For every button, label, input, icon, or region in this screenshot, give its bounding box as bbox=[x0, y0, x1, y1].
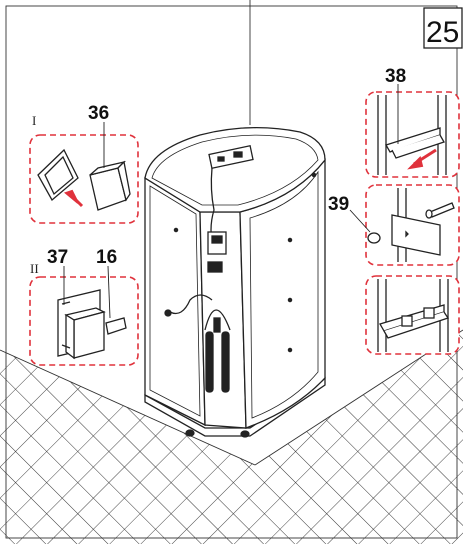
part-label-38: 38 bbox=[385, 66, 406, 87]
step-number: 25 bbox=[426, 16, 459, 49]
group-label-i: I bbox=[32, 113, 36, 128]
shower-cabin bbox=[144, 127, 326, 438]
detail-box-39 bbox=[349, 184, 460, 266]
detail-box-38 bbox=[365, 84, 460, 178]
detail-box-ii bbox=[29, 265, 139, 366]
step-number-box bbox=[423, 7, 463, 49]
group-label-ii: II bbox=[30, 261, 39, 276]
part-label-36: 36 bbox=[88, 103, 109, 124]
detail-box-i bbox=[29, 122, 139, 224]
part-label-37: 37 bbox=[47, 247, 68, 268]
part-label-39: 39 bbox=[328, 194, 349, 215]
detail-box-handle bbox=[365, 275, 460, 355]
part-label-16: 16 bbox=[96, 247, 117, 268]
